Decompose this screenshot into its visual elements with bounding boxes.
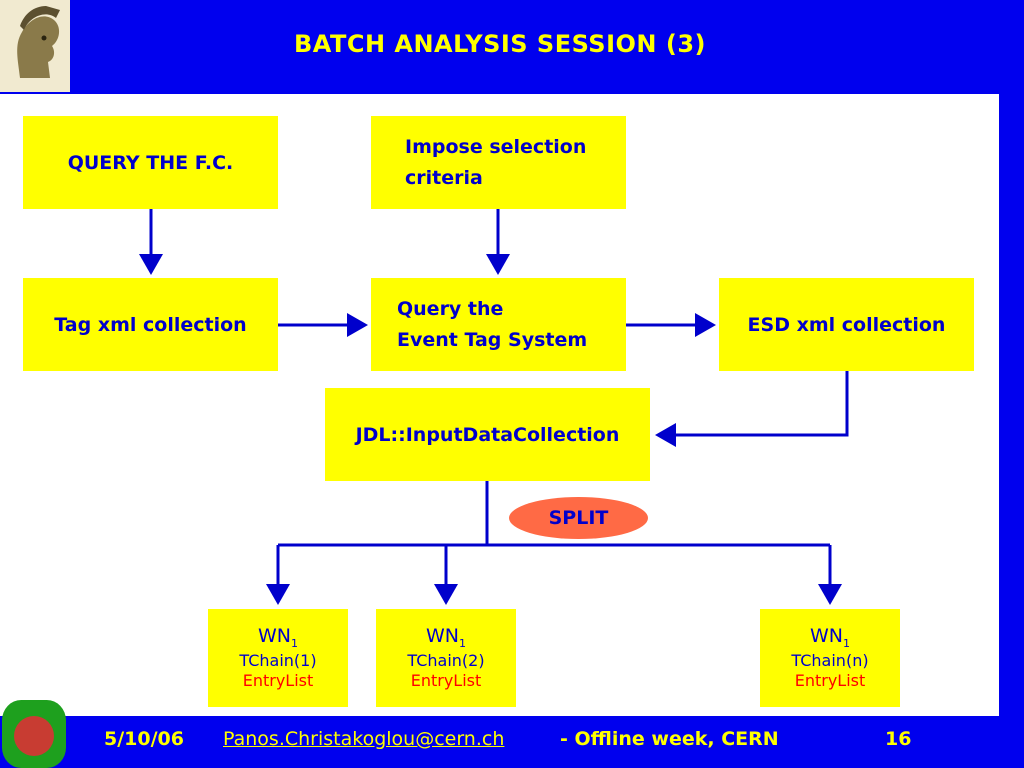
- impose-selection-box: Impose selection criteria: [371, 116, 626, 209]
- entrylist-label: EntryList: [794, 670, 866, 690]
- footer: 5/10/06 Panos.Christakoglou@cern.ch - Of…: [0, 728, 1024, 758]
- wn-label: WN1: [426, 625, 466, 651]
- tchain-label: TChain(1): [239, 650, 317, 670]
- wn-label: WN1: [810, 625, 850, 651]
- jdl-label: JDL::InputDataCollection: [355, 423, 620, 446]
- worker-node-2: WN1 TChain(2) EntryList: [376, 609, 516, 707]
- entrylist-label: EntryList: [242, 670, 314, 690]
- experiment-emblem-icon: [2, 700, 66, 768]
- esd-xml-label: ESD xml collection: [747, 313, 946, 336]
- logo: [0, 0, 70, 92]
- worker-node-1: WN1 TChain(1) EntryList: [208, 609, 348, 707]
- tchain-label: TChain(2): [407, 650, 485, 670]
- tchain-label: TChain(n): [791, 650, 869, 670]
- impose-selection-line2: criteria: [405, 167, 483, 189]
- tag-xml-label: Tag xml collection: [54, 313, 247, 336]
- query-ets-box: Query the Event Tag System: [371, 278, 626, 371]
- entrylist-label: EntryList: [410, 670, 482, 690]
- query-ets-line2: Event Tag System: [397, 328, 588, 351]
- jdl-box: JDL::InputDataCollection: [325, 388, 650, 481]
- athena-head-icon: [17, 6, 60, 78]
- query-ets-line1: Query the: [397, 297, 504, 320]
- footer-date: 5/10/06: [104, 728, 184, 750]
- esd-xml-box: ESD xml collection: [719, 278, 974, 371]
- worker-node-n: WN1 TChain(n) EntryList: [760, 609, 900, 707]
- footer-page-number: 16: [885, 728, 912, 750]
- slide-title: BATCH ANALYSIS SESSION (3): [293, 30, 707, 58]
- footer-email-link[interactable]: Panos.Christakoglou@cern.ch: [223, 728, 505, 750]
- split-ellipse: SPLIT: [509, 497, 648, 539]
- impose-selection-line1: Impose selection: [405, 136, 587, 158]
- tag-xml-box: Tag xml collection: [23, 278, 278, 371]
- query-fc-box: QUERY THE F.C.: [23, 116, 278, 209]
- emblem-core: [14, 716, 54, 756]
- split-label: SPLIT: [548, 507, 609, 529]
- arrow-esd-to-jdl: [655, 371, 849, 447]
- wn-label: WN1: [258, 625, 298, 651]
- query-fc-label: QUERY THE F.C.: [67, 151, 234, 174]
- footer-event: - Offline week, CERN: [560, 728, 779, 750]
